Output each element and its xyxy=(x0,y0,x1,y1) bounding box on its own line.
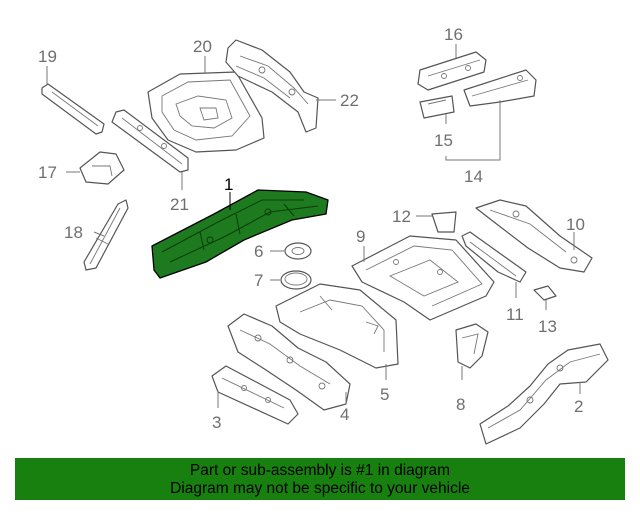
callout-16[interactable]: 16 xyxy=(444,25,463,44)
leader-14 xyxy=(445,100,501,161)
part-16-bracket[interactable] xyxy=(417,51,487,91)
callout-3[interactable]: 3 xyxy=(212,413,221,432)
part-1-rail-assembly-highlighted[interactable] xyxy=(151,189,329,279)
callout-20[interactable]: 20 xyxy=(193,37,212,56)
leader-18 xyxy=(93,231,105,237)
callout-21[interactable]: 21 xyxy=(170,195,189,214)
part-20-floor-pan[interactable] xyxy=(147,71,265,153)
callout-22[interactable]: 22 xyxy=(340,91,359,110)
callout-15[interactable]: 15 xyxy=(434,131,453,150)
part-11-extension[interactable] xyxy=(461,231,527,283)
callout-13[interactable]: 13 xyxy=(538,317,557,336)
part-21-crossmember[interactable] xyxy=(111,109,189,173)
part-14-extension[interactable] xyxy=(463,69,537,107)
callout-12[interactable]: 12 xyxy=(392,207,411,226)
part-18-reinforcement[interactable] xyxy=(83,199,129,271)
part-4-reinforcement[interactable] xyxy=(227,313,351,411)
part-8-bracket[interactable] xyxy=(455,323,489,369)
part-15-plate[interactable] xyxy=(419,95,455,119)
info-banner: Part or sub-assembly is #1 in diagram Di… xyxy=(15,458,625,500)
parts-diagram: 19 20 22 21 17 18 xyxy=(38,25,609,445)
part-2-side-member[interactable] xyxy=(479,343,609,445)
callout-2[interactable]: 2 xyxy=(574,397,583,416)
callout-11[interactable]: 11 xyxy=(506,305,524,324)
callout-8[interactable]: 8 xyxy=(456,395,465,414)
part-13-clip[interactable] xyxy=(533,285,557,301)
callout-17[interactable]: 17 xyxy=(38,163,57,182)
banner-line-1: Part or sub-assembly is #1 in diagram xyxy=(189,462,451,479)
part-7-plug[interactable] xyxy=(280,270,312,290)
part-12-gusset[interactable] xyxy=(431,211,457,233)
part-6-grommet[interactable] xyxy=(284,242,312,260)
part-5-floor-pan[interactable] xyxy=(275,283,399,369)
callout-19[interactable]: 19 xyxy=(38,47,57,66)
callout-5[interactable]: 5 xyxy=(380,385,389,404)
callout-6[interactable]: 6 xyxy=(254,242,263,261)
part-9-rear-floor[interactable] xyxy=(351,235,495,321)
callout-4[interactable]: 4 xyxy=(340,405,349,424)
part-22-side-rail[interactable] xyxy=(225,39,319,133)
part-10-crossmember[interactable] xyxy=(475,199,593,273)
callout-14[interactable]: 14 xyxy=(464,167,483,186)
part-17-bracket[interactable] xyxy=(79,151,125,185)
callout-7[interactable]: 7 xyxy=(254,271,263,290)
callout-9[interactable]: 9 xyxy=(356,227,365,246)
callout-1[interactable]: 1 xyxy=(224,175,233,194)
part-19-bracket[interactable] xyxy=(41,83,105,135)
callout-18[interactable]: 18 xyxy=(64,223,83,242)
callout-10[interactable]: 10 xyxy=(566,215,585,234)
banner-line-2: Diagram may not be specific to your vehi… xyxy=(170,480,470,497)
